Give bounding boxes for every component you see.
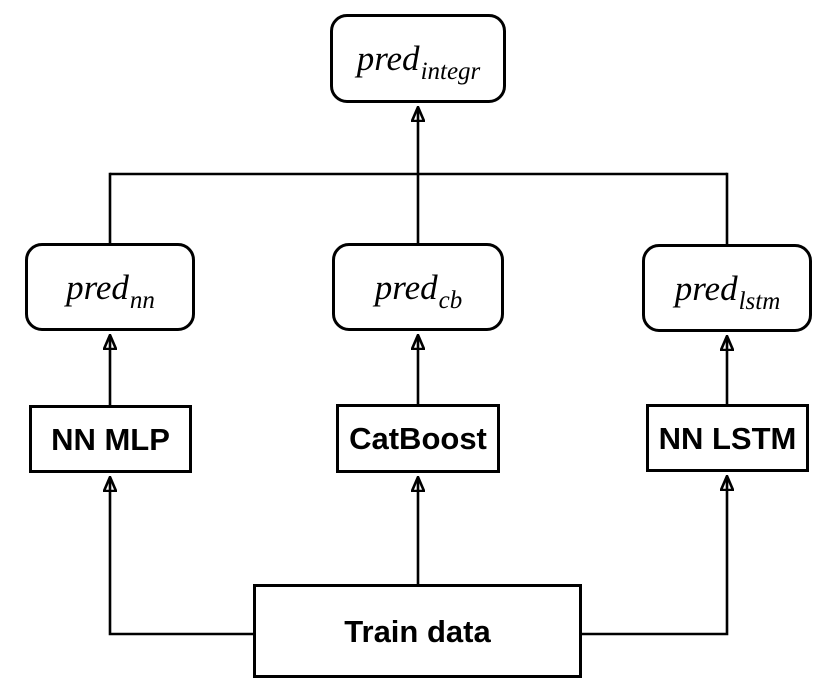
edge-train-to-nn-mlp [110,478,256,636]
node-train-data-label: Train data [344,613,491,649]
pred-subscript-text: lstm [738,287,781,315]
pred-subscript-text: cb [438,286,463,314]
pred-main-text: pred [66,267,129,307]
node-nn-lstm: NN LSTM [646,404,809,472]
node-nn-lstm-label: NN LSTM [658,420,797,456]
node-nn-mlp-label: NN MLP [51,421,170,457]
pred-subscript-text: integr [420,58,481,85]
pred-main-text: pred [674,268,738,308]
pred-main-text: pred [374,267,438,307]
node-nn-mlp: NN MLP [29,405,192,473]
node-pred-nn: prednn [25,243,195,331]
node-catboost: CatBoost [336,404,500,473]
node-pred-integr-label: predintegr [356,39,481,84]
node-pred-lstm: predlstm [642,244,812,332]
node-catboost-label: CatBoost [349,421,487,456]
edge-train-to-nn-lstm [579,477,727,636]
pred-subscript-text: nn [129,286,155,314]
node-pred-nn-label: prednn [66,267,155,313]
node-pred-cb: predcb [332,243,504,331]
node-pred-integr: predintegr [330,14,506,103]
pred-main-text: pred [356,39,420,78]
node-pred-cb-label: predcb [374,267,462,313]
node-pred-lstm-label: predlstm [674,268,781,314]
node-train-data: Train data [253,584,582,678]
